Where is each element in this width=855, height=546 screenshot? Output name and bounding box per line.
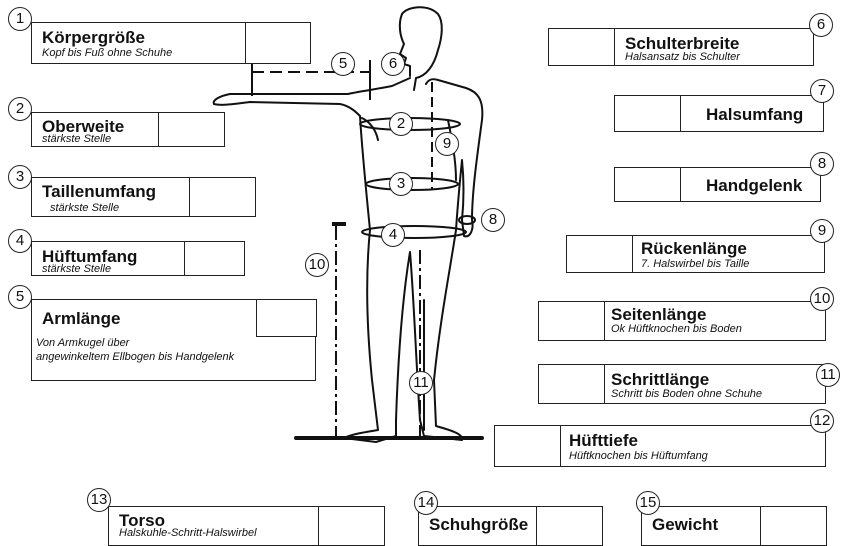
field-hueftumfang-subtitle: stärkste Stelle <box>42 264 111 275</box>
field-seitenlaenge: Seitenlänge Ok Hüftknochen bis Boden <box>538 301 826 341</box>
schuhgroesse-input[interactable] <box>536 506 603 546</box>
label-15: 15 <box>636 491 660 515</box>
schrittlaenge-input[interactable] <box>538 364 605 404</box>
rueckenlaenge-input[interactable] <box>566 235 633 273</box>
label-13: 13 <box>87 488 111 512</box>
field-seitenlaenge-subtitle: Ok Hüftknochen bis Boden <box>611 324 742 335</box>
hueftumfang-input[interactable] <box>184 241 245 276</box>
field-schuhgroesse-title: Schuhgröße <box>429 516 528 533</box>
marker-2: 2 <box>389 112 413 136</box>
field-gewicht: Gewicht <box>641 506 827 546</box>
field-hueftiefe-subtitle: Hüftknochen bis Hüftumfang <box>569 451 708 462</box>
koerpergroesse-input[interactable] <box>245 22 311 64</box>
field-oberweite: Oberweite stärkste Stelle <box>31 112 224 147</box>
marker-10: 10 <box>305 253 329 277</box>
field-rueckenlaenge-subtitle: 7. Halswirbel bis Taille <box>641 259 749 270</box>
field-seitenlaenge-title: Seitenlänge <box>611 306 706 323</box>
armlaenge-input[interactable] <box>256 299 317 337</box>
field-handgelenk: Handgelenk <box>614 167 821 202</box>
label-7: 7 <box>810 79 834 103</box>
label-3: 3 <box>8 165 32 189</box>
field-torso: Torso Halskuhle-Schritt-Halswirbel <box>108 506 384 546</box>
marker-9: 9 <box>435 132 459 156</box>
label-2: 2 <box>8 97 32 121</box>
marker-8: 8 <box>481 208 505 232</box>
field-schrittlaenge-title: Schrittlänge <box>611 371 709 388</box>
marker-6: 6 <box>381 52 405 76</box>
halsumfang-input[interactable] <box>614 95 681 132</box>
field-armlaenge-subtitle-line2: angewinkeltem Ellbogen bis Handgelenk <box>36 352 234 363</box>
marker-5: 5 <box>331 52 355 76</box>
label-11: 11 <box>816 363 840 387</box>
handgelenk-input[interactable] <box>614 167 681 202</box>
gewicht-input[interactable] <box>760 506 827 546</box>
field-hueftiefe: Hüfttiefe Hüftknochen bis Hüftumfang <box>494 425 826 467</box>
field-schulterbreite-subtitle: Halsansatz bis Schulter <box>625 52 740 63</box>
marker-11: 11 <box>409 371 433 395</box>
field-schrittlaenge-subtitle: Schritt bis Boden ohne Schuhe <box>611 389 762 400</box>
marker-4: 4 <box>381 223 405 247</box>
label-5: 5 <box>8 285 32 309</box>
field-rueckenlaenge: Rückenlänge 7. Halswirbel bis Taille <box>566 235 825 273</box>
label-10: 10 <box>810 287 834 311</box>
field-halsumfang-title: Halsumfang <box>706 106 803 123</box>
schulterbreite-input[interactable] <box>548 28 615 66</box>
field-schuhgroesse: Schuhgröße <box>418 506 603 546</box>
label-1: 1 <box>8 7 32 31</box>
label-9: 9 <box>810 219 834 243</box>
field-torso-subtitle: Halskuhle-Schritt-Halswirbel <box>119 528 257 539</box>
field-armlaenge-title: Armlänge <box>42 310 120 327</box>
field-schulterbreite: Schulterbreite Halsansatz bis Schulter <box>548 28 814 66</box>
field-handgelenk-title: Handgelenk <box>706 177 802 194</box>
field-halsumfang: Halsumfang <box>614 95 824 132</box>
field-oberweite-subtitle: stärkste Stelle <box>42 134 111 145</box>
label-4: 4 <box>8 229 32 253</box>
field-hueftumfang: Hüftumfang stärkste Stelle <box>31 241 244 276</box>
field-schrittlaenge: Schrittlänge Schritt bis Boden ohne Schu… <box>538 364 826 404</box>
field-koerpergroesse: Körpergröße Kopf bis Fuß ohne Schuhe <box>31 22 311 64</box>
label-6: 6 <box>809 13 833 37</box>
field-taillenumfang-subtitle: stärkste Stelle <box>50 203 119 214</box>
field-hueftiefe-title: Hüfttiefe <box>569 432 638 449</box>
torso-input[interactable] <box>318 506 385 546</box>
seitenlaenge-input[interactable] <box>538 301 605 341</box>
field-schulterbreite-title: Schulterbreite <box>625 35 739 52</box>
field-armlaenge-subtitle-line1: Von Armkugel über <box>36 338 129 349</box>
label-8: 8 <box>810 152 834 176</box>
field-gewicht-title: Gewicht <box>652 516 718 533</box>
field-koerpergroesse-subtitle: Kopf bis Fuß ohne Schuhe <box>42 48 172 59</box>
field-taillenumfang: Taillenumfang stärkste Stelle <box>31 177 255 217</box>
label-14: 14 <box>414 491 438 515</box>
oberweite-input[interactable] <box>158 112 225 147</box>
field-armlaenge: Armlänge Von Armkugel über angewinkeltem… <box>31 299 316 381</box>
hueftiefe-input[interactable] <box>494 425 561 467</box>
field-taillenumfang-title: Taillenumfang <box>42 183 156 200</box>
head-outline <box>402 7 442 90</box>
field-koerpergroesse-title: Körpergröße <box>42 29 145 46</box>
taillenumfang-input[interactable] <box>189 177 256 217</box>
marker-3: 3 <box>389 172 413 196</box>
label-12: 12 <box>810 409 834 433</box>
field-rueckenlaenge-title: Rückenlänge <box>641 240 747 257</box>
